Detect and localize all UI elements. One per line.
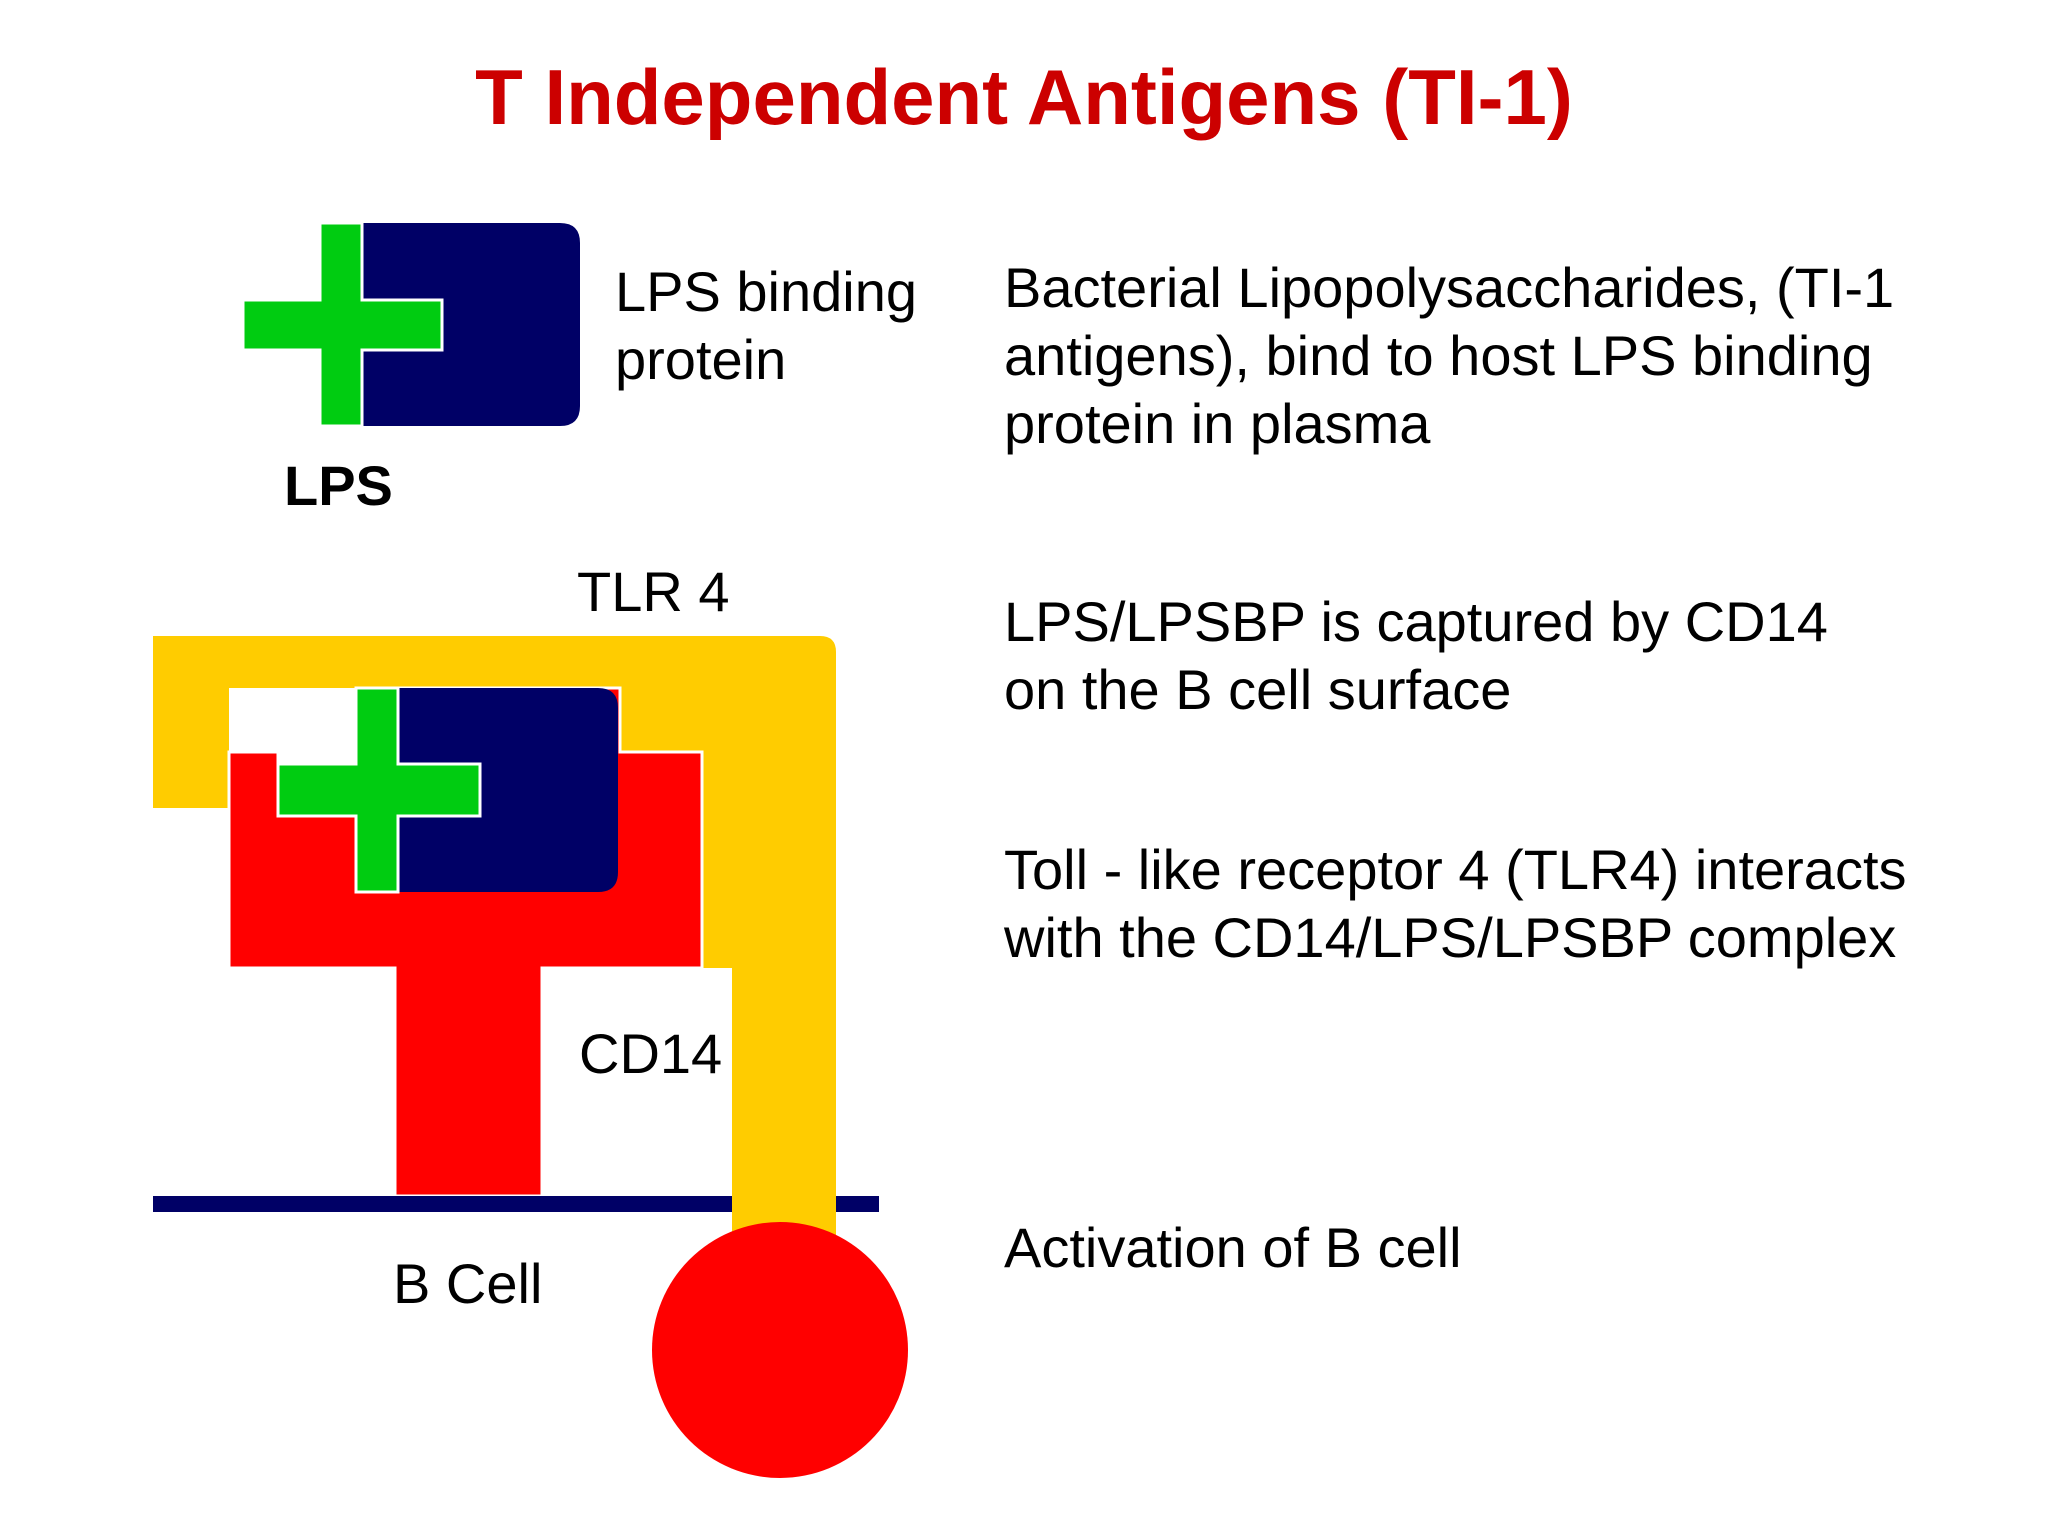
bound-lps-lbp-complex [276,686,618,894]
b-cell-membrane-line [153,1196,879,1212]
b-cell-label: B Cell [393,1252,543,1315]
description-step-1-line1: Bacterial Lipopolysaccharides, (TI-1 [1004,256,1895,319]
bound-lps-binding-protein-shape [398,688,618,892]
tlr4-receptor-shape [153,636,836,1232]
description-step-2-line2: on the B cell surface [1004,658,1512,721]
free-lps-lbp-complex [241,221,580,428]
description-step-1-line3: protein in plasma [1004,392,1431,455]
lps-label: LPS [284,454,393,517]
page-title: T Independent Antigens (TI-1) [475,53,1573,141]
tlr4-left-block [153,688,229,808]
description-step-3-line2: with the CD14/LPS/LPSBP complex [1004,906,1897,969]
bound-lps-cross-shape [276,686,482,894]
lps-cross-shape [241,221,444,428]
description-step-1: Bacterial Lipopolysaccharides, (TI-1 ant… [1004,254,2024,458]
description-step-3: Toll - like receptor 4 (TLR4) interacts … [1004,836,2024,972]
b-cell-activation-signal [652,1222,908,1478]
lps-binding-protein-label-line2: protein [615,328,787,391]
description-step-2-line1: LPS/LPSBP is captured by CD14 [1004,590,1828,653]
cd14-label: CD14 [579,1022,723,1085]
tlr4-label: TLR 4 [577,560,730,623]
description-step-4: Activation of B cell [1004,1214,2024,1282]
description-step-2: LPS/LPSBP is captured by CD14 on the B c… [1004,588,2024,724]
lps-binding-protein-label: LPS binding protein [615,258,917,394]
description-step-3-line1: Toll - like receptor 4 (TLR4) interacts [1004,838,1907,901]
description-step-4-line1: Activation of B cell [1004,1216,1462,1279]
lps-binding-protein-label-line1: LPS binding [615,260,918,323]
description-step-1-line2: antigens), bind to host LPS binding [1004,324,1873,387]
lps-binding-protein-shape [362,223,580,426]
